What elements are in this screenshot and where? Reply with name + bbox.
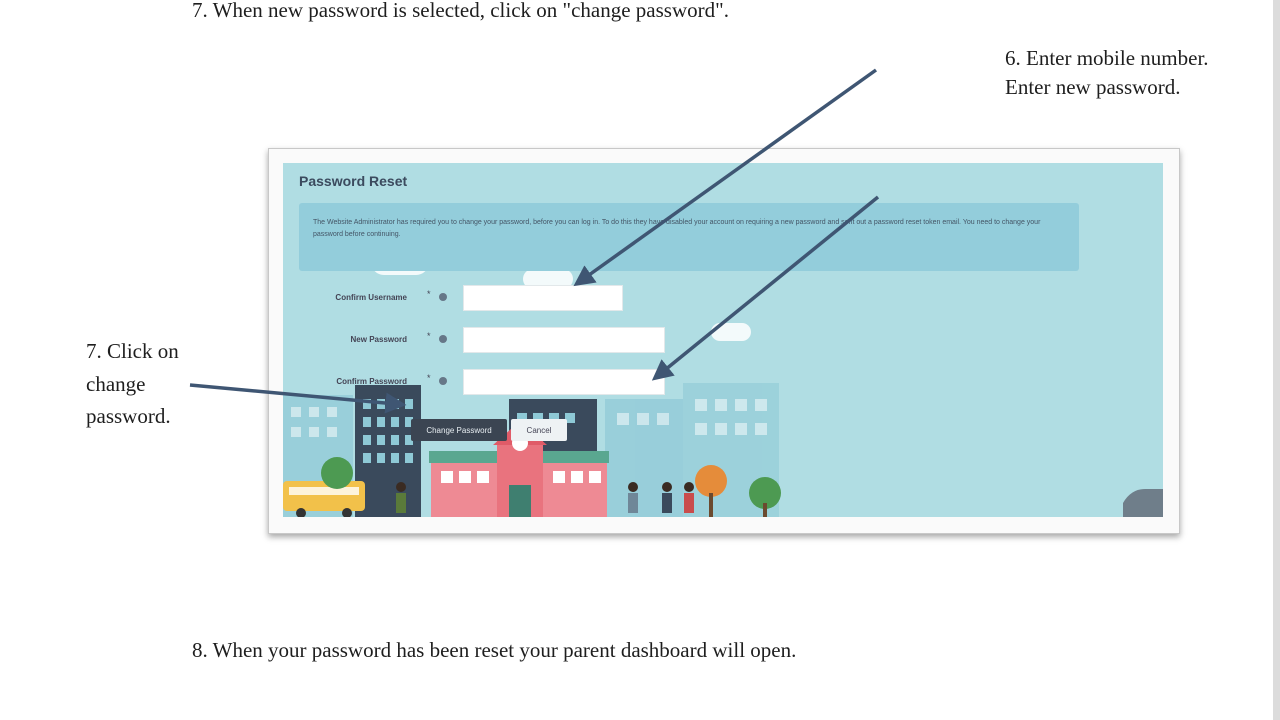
city-illustration [283, 211, 1163, 517]
cancel-button[interactable]: Cancel [511, 419, 567, 441]
instruction-step6-line1: 6. Enter mobile number. [1005, 46, 1209, 70]
instruction-step6-line2: Enter new password. [1005, 75, 1181, 100]
new-password-required: * [427, 331, 431, 341]
confirm-password-required: * [427, 373, 431, 383]
instruction-step8: 8. When your password has been reset you… [192, 638, 797, 662]
arrow-to-password-field [651, 195, 880, 381]
instruction-step6: 6. Enter mobile number. Enter new passwo… [1005, 44, 1209, 103]
confirm-username-required: * [427, 289, 431, 299]
embedded-screenshot: Password Reset The Website Administrator… [268, 148, 1180, 534]
password-reset-panel: Password Reset The Website Administrator… [283, 163, 1163, 517]
instruction-step7-side-line2: change [86, 371, 146, 396]
notice-text: The Website Administrator has required y… [313, 219, 1041, 238]
cloud-decoration [523, 269, 573, 289]
instruction-step7-side-line3: password. [86, 404, 171, 429]
info-icon [439, 293, 447, 301]
password-reset-title: Password Reset [299, 173, 408, 189]
new-password-input[interactable] [463, 327, 665, 353]
instruction-step7-side: 7. Click on change password. [86, 335, 179, 433]
confirm-username-input[interactable] [463, 285, 623, 311]
confirm-password-label: Confirm Password [336, 377, 407, 386]
cloud-decoration [711, 323, 751, 341]
confirm-username-label: Confirm Username [335, 293, 407, 302]
arrow-to-username-field [573, 68, 878, 287]
confirm-password-input[interactable] [463, 369, 665, 395]
new-password-label: New Password [350, 335, 407, 344]
notice-box: The Website Administrator has required y… [299, 203, 1079, 271]
page-edge [1273, 0, 1280, 720]
instruction-step7-side-line1: 7. Click on [86, 339, 179, 363]
info-icon [439, 335, 447, 343]
info-icon [439, 377, 447, 385]
change-password-button[interactable]: Change Password [411, 419, 507, 441]
arrow-to-change-button [189, 383, 407, 414]
instruction-step7-top: 7. When new password is selected, click … [192, 0, 729, 22]
